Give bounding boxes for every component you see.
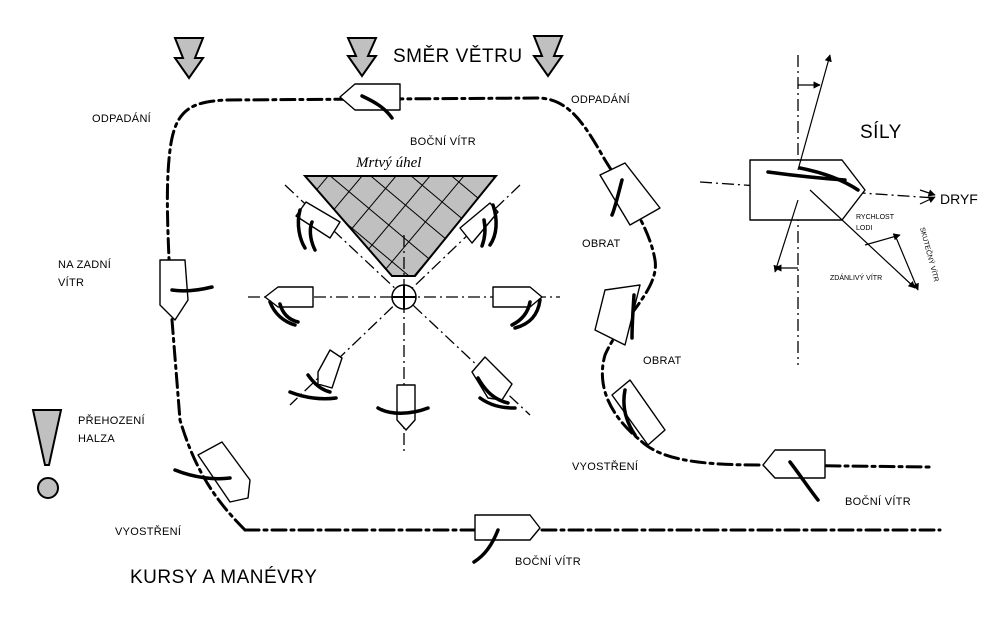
boat-icon [173,441,251,503]
boat-icon [762,449,826,502]
boat-icon [339,83,401,120]
boat-icon [288,349,343,401]
tack-label-1: OBRAT [582,238,621,250]
jibe-label-line1: PŘEHOZENÍ [78,414,146,427]
boat-speed-label-line1: RYCHLOST [856,214,895,221]
boat-icon [611,379,666,446]
page-title: KURSY A MANÉVRY [130,567,317,588]
forces-title: SÍLY [860,122,902,143]
luff-up-right-label: VYOSTŘENÍ [572,460,639,473]
run-label-line1: NA ZADNÍ [58,258,112,271]
luff-up-left-label: VYOSTŘENÍ [115,525,182,538]
boat-icon [159,259,214,321]
bear-away-right-label: ODPADÁNÍ [571,93,631,106]
true-wind-label: SKUTEČNÝ VÍTR [918,226,941,282]
warning-exclamation-icon [31,409,63,499]
boat-icon [599,162,661,226]
bear-away-left-label: ODPADÁNÍ [92,112,152,125]
tack-label-2: OBRAT [643,355,682,367]
boat-icon [295,201,341,252]
beam-reach-bottom-label: BOČNÍ VÍTR [515,555,581,568]
beam-reach-top-label: BOČNÍ VÍTR [410,135,476,148]
wind-arrow-icon [532,35,564,78]
course-route [165,96,932,532]
boat-speed-label-line2: LODI [856,225,872,232]
wind-arrow-icon [346,37,378,78]
dead-angle-zone [302,175,499,277]
run-label-line2: VÍTR [58,276,84,289]
boat-icon [471,356,517,410]
boat-icon [472,514,541,564]
forces-diagram [699,54,936,365]
beam-reach-right-label: BOČNÍ VÍTR [845,495,911,508]
jibe-label-line2: HALZA [78,433,115,445]
boat-icon [264,286,314,327]
boat-icon [594,284,641,346]
boat-icon [459,202,499,248]
wind-direction-label: SMĚR VĚTRU [393,45,523,67]
compass-center-icon [391,284,417,310]
wind-arrow-icon [173,37,205,80]
drift-label: DRYF [940,191,978,207]
boat-icon [492,286,543,330]
boat-icon [376,384,430,431]
dead-angle-label: Mrtvý úhel [355,155,421,171]
apparent-wind-label: ZDÁNLIVÝ VÍTR [830,273,882,282]
